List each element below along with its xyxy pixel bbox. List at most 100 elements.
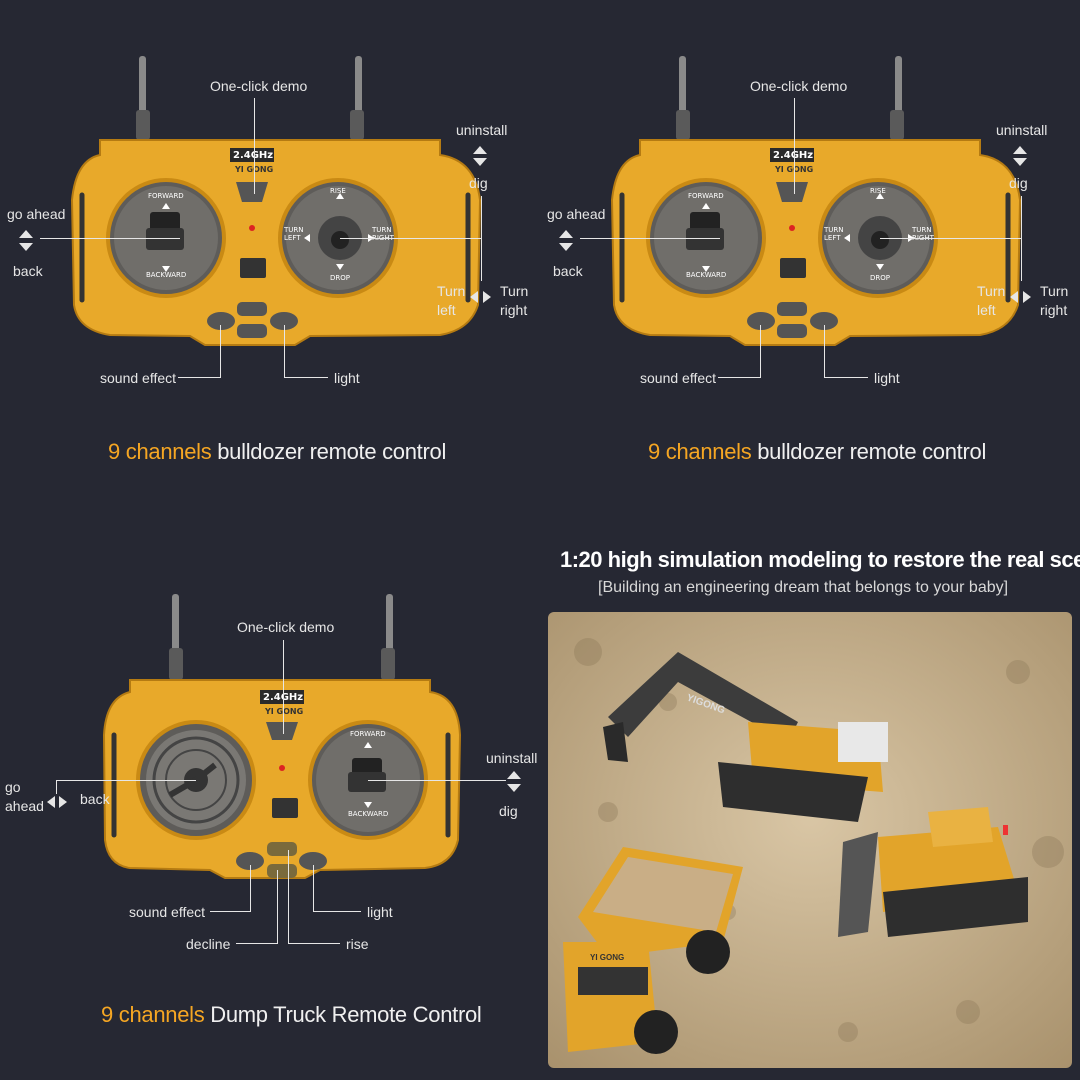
go-label: go (5, 779, 21, 795)
frequency-label: 2.4GHz (233, 150, 273, 161)
go-ahead-label: go ahead (547, 206, 606, 222)
demo-pointer-line (794, 98, 795, 194)
promo-subline: [Building an engineering dream that belo… (598, 579, 1009, 596)
dig-label: dig (499, 803, 518, 819)
pad-drop-label: DROP (330, 274, 350, 282)
right-stick-pointer-line (368, 780, 506, 781)
up-down-arrow-icon (19, 230, 33, 238)
frequency-label: 2.4GHz (773, 150, 813, 161)
dig-label: dig (469, 175, 488, 191)
go-ahead-label: go ahead (7, 206, 66, 222)
uninstall-label: uninstall (996, 122, 1048, 138)
uninstall-label: uninstall (486, 750, 538, 766)
bulldozer-remote-2: 2.4GHz YI GONG FORWARD BACKWARD RISE DRO… (540, 0, 1080, 480)
caption-text: bulldozer remote control (757, 439, 987, 464)
bulldozer-toy (838, 807, 1028, 937)
pad-turn-left-label: TURN LEFT (284, 226, 304, 242)
decline-label: decline (186, 936, 231, 952)
one-click-demo-label: One-click demo (237, 619, 335, 635)
light-pointer-line (824, 325, 825, 378)
sound-pointer-line (210, 911, 250, 912)
remote-body-graphic (102, 594, 462, 879)
up-down-arrow-icon (19, 243, 33, 251)
up-down-arrow-icon (559, 243, 573, 251)
up-down-arrow-icon (473, 146, 487, 154)
sound-pointer-line (250, 865, 251, 912)
light-pointer-line (284, 325, 285, 378)
pad-drop-label: DROP (870, 274, 890, 282)
dump-truck-remote: 2.4GHz YI GONG FORWARD BACKWARD One-clic… (0, 540, 540, 1080)
promo-headline: 1:20 high simulation modeling to restore… (560, 547, 1080, 572)
light-label: light (334, 370, 360, 386)
up-down-arrow-icon (1013, 146, 1027, 154)
turn-right-label: Turn right (1040, 283, 1069, 318)
sound-pointer-line (220, 325, 221, 378)
left-right-arrow-icon (59, 796, 67, 808)
dig-label: dig (1009, 175, 1028, 191)
up-down-arrow-icon (473, 158, 487, 166)
sound-pointer-line (718, 377, 760, 378)
light-pointer-line (284, 377, 328, 378)
up-down-arrow-icon (559, 230, 573, 238)
pad-backward-label: BACKWARD (146, 271, 187, 279)
pad-forward-label: FORWARD (350, 730, 386, 738)
left-right-arrow-icon (47, 796, 55, 808)
up-down-arrow-icon (507, 784, 521, 792)
decline-pointer-line (277, 870, 278, 944)
bulldozer-remote-1: 2.4GHz YI GONG FORWARD BACKWARD RISE DRO… (0, 0, 540, 480)
remote-caption: 9 channels Dump Truck Remote Control (101, 1002, 482, 1028)
pad-turn-left-label: TURN LEFT (824, 226, 844, 242)
turn-left-label: Turn left (977, 283, 1006, 318)
remote-body-graphic (70, 56, 482, 346)
back-label: back (553, 263, 583, 279)
sound-effect-label: sound effect (100, 370, 177, 386)
left-stick-pointer-line (580, 238, 720, 239)
left-right-arrow-icon (483, 291, 491, 303)
caption-accent: 9 channels (101, 1002, 205, 1027)
demo-pointer-line (283, 640, 284, 734)
remote-caption: 9 channels bulldozer remote control (648, 439, 986, 465)
construction-scene-illustration: YIGONG YI GONG (548, 612, 1072, 1068)
pad-rise-label: RISE (870, 187, 886, 195)
one-click-demo-label: One-click demo (210, 78, 308, 94)
light-pointer-line (824, 377, 868, 378)
dump-truck-toy: YI GONG (563, 847, 743, 1054)
right-stick-vertical-line (1021, 196, 1022, 281)
rise-pointer-line (288, 943, 340, 944)
rise-pointer-line (288, 850, 289, 944)
remote-body-graphic (610, 56, 1022, 346)
back-label: back (80, 791, 110, 807)
caption-accent: 9 channels (648, 439, 752, 464)
right-stick-pointer-line (880, 238, 1022, 239)
light-pointer-line (313, 865, 314, 912)
wheel-pointer-line (56, 780, 196, 781)
sound-pointer-line (178, 377, 220, 378)
sound-effect-label: sound effect (640, 370, 717, 386)
decline-pointer-line (236, 943, 278, 944)
left-right-arrow-icon (1023, 291, 1031, 303)
caption-text: Dump Truck Remote Control (210, 1002, 482, 1027)
vehicles-photo: YIGONG YI GONG (548, 612, 1072, 1068)
pad-turn-right-label: TURN RIGHT (372, 226, 394, 242)
pad-forward-label: FORWARD (688, 192, 724, 200)
pad-rise-label: RISE (330, 187, 346, 195)
uninstall-label: uninstall (456, 122, 508, 138)
light-pointer-line (313, 911, 361, 912)
turn-left-label: Turn left (437, 283, 466, 318)
brand-label: YI GONG (265, 707, 304, 716)
one-click-demo-label: One-click demo (750, 78, 848, 94)
remote-caption: 9 channels bulldozer remote control (108, 439, 446, 465)
pad-backward-label: BACKWARD (348, 810, 389, 818)
sound-effect-label: sound effect (129, 904, 206, 920)
light-label: light (874, 370, 900, 386)
caption-accent: 9 channels (108, 439, 212, 464)
pad-turn-right-label: TURN RIGHT (912, 226, 934, 242)
light-label: light (367, 904, 393, 920)
sound-pointer-line (760, 325, 761, 378)
right-stick-pointer-line (340, 238, 482, 239)
truck-brand: YI GONG (590, 953, 624, 962)
up-down-arrow-icon (507, 771, 521, 779)
left-right-arrow-icon (1010, 291, 1018, 303)
right-stick-vertical-line (481, 196, 482, 281)
wheel-pointer-line (56, 780, 57, 794)
